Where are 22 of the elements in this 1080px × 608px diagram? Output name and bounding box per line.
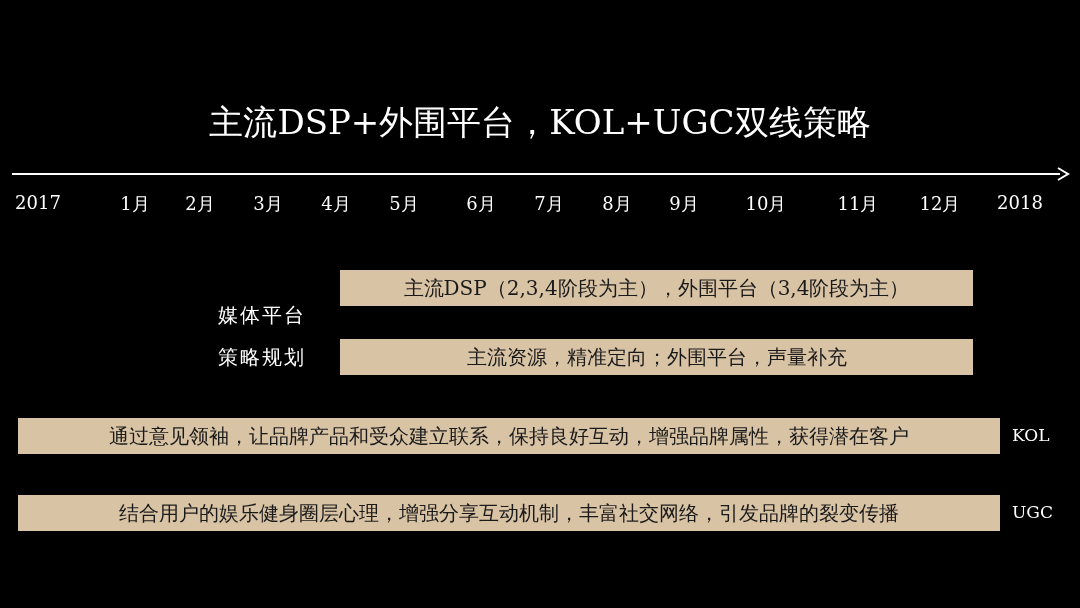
text-bar: 主流资源，精准定向；外围平台，声量补充 — [340, 339, 973, 375]
tick-label: 4月 — [320, 192, 352, 216]
tick-label: 7月 — [533, 192, 565, 216]
side-label: 媒体平台策略规划 — [218, 302, 307, 371]
bar-tag: KOL — [1012, 425, 1050, 445]
title: 主流DSP+外围平台，KOL+UGC双线策略 — [208, 101, 872, 144]
tick-label: 2018 — [996, 192, 1044, 213]
tick-label: 8月 — [601, 192, 633, 216]
text-bar: 通过意见领袖，让品牌产品和受众建立联系，保持良好互动，增强品牌属性，获得潜在客户 — [18, 418, 1000, 454]
text-bar: 结合用户的娱乐健身圈层心理，增强分享互动机制，丰富社交网络，引发品牌的裂变传播 — [18, 495, 1000, 531]
tick-label: 10月 — [744, 192, 788, 216]
tick-label: 2月 — [184, 192, 216, 216]
tick-label: 1月 — [119, 192, 151, 216]
tick-label: 12月 — [918, 192, 962, 216]
tick-label: 2017 — [14, 192, 62, 213]
tick-label: 3月 — [252, 192, 284, 216]
bar-tag: UGC — [1012, 502, 1053, 522]
text-bar: 主流DSP（2,3,4阶段为主），外围平台（3,4阶段为主） — [340, 270, 973, 306]
tick-label: 5月 — [388, 192, 420, 216]
tick-label: 11月 — [836, 192, 880, 216]
tick-label: 9月 — [668, 192, 700, 216]
tick-label: 6月 — [465, 192, 497, 216]
